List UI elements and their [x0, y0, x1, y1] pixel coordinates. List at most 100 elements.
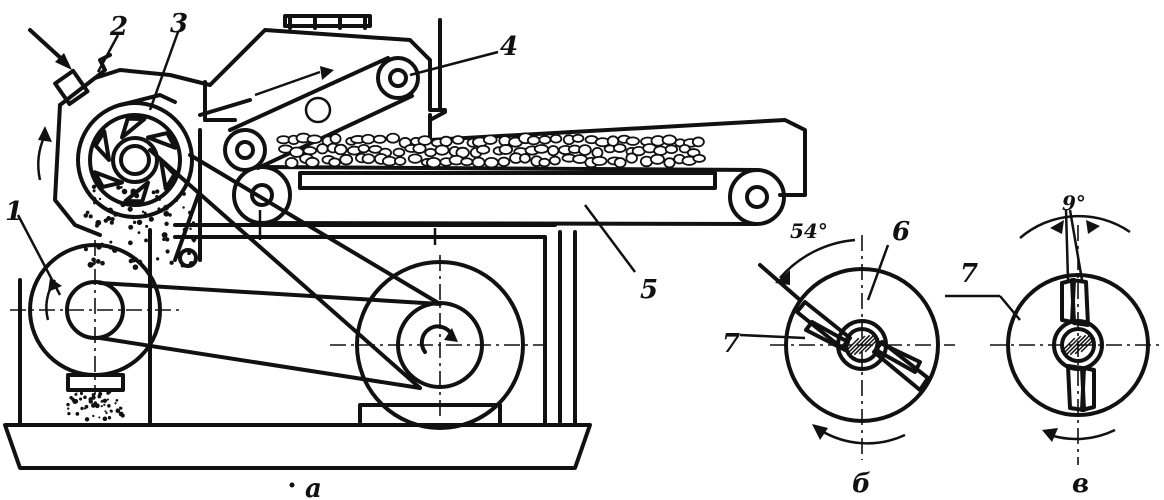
particle — [182, 234, 187, 238]
particle — [155, 189, 160, 194]
particle — [116, 185, 121, 190]
particle — [92, 196, 97, 201]
particle — [125, 198, 131, 204]
shaft-hatch — [846, 335, 866, 355]
particle — [108, 246, 113, 250]
angle-9-label: 9° — [1062, 191, 1086, 215]
particle — [66, 402, 70, 407]
particle — [110, 217, 115, 222]
particle — [137, 231, 141, 235]
material-piece — [664, 144, 679, 155]
particle — [144, 238, 148, 243]
material-piece — [497, 156, 511, 168]
particle — [169, 260, 174, 265]
detail-view-b — [739, 235, 955, 460]
label-2: 2 — [109, 12, 128, 42]
dot-marker — [289, 482, 295, 488]
particle — [106, 398, 109, 401]
material-piece — [471, 156, 486, 168]
particle — [141, 210, 145, 214]
material-piece — [578, 144, 592, 156]
particle — [107, 404, 111, 408]
material-piece — [571, 133, 585, 143]
motor-pulley — [330, 255, 545, 430]
material-piece — [526, 135, 541, 146]
particle — [136, 219, 143, 226]
particle — [105, 411, 108, 415]
particle — [148, 216, 154, 222]
material-piece — [329, 133, 342, 145]
particle — [92, 262, 96, 266]
particle — [100, 405, 103, 408]
particle — [95, 223, 99, 228]
particle — [118, 406, 122, 410]
drum-blade — [146, 131, 178, 150]
particle — [108, 216, 111, 220]
particle — [83, 213, 89, 218]
particle — [118, 411, 124, 417]
particle — [103, 403, 106, 406]
drum-blade — [159, 158, 177, 191]
particle — [86, 228, 90, 233]
particle — [88, 399, 93, 404]
material-piece — [284, 157, 299, 169]
particle — [102, 398, 108, 403]
material-piece — [302, 146, 318, 156]
particle — [189, 227, 192, 230]
particle — [165, 249, 170, 254]
material-piece — [538, 135, 552, 145]
shaft-hatch — [1060, 337, 1076, 353]
particle — [180, 263, 185, 268]
material-piece — [372, 134, 387, 144]
particle — [109, 240, 113, 244]
particle — [120, 202, 126, 208]
particle — [163, 210, 170, 217]
particle — [85, 210, 90, 215]
particle — [102, 416, 108, 422]
particle — [100, 260, 105, 266]
particle — [93, 201, 96, 205]
material-piece — [357, 143, 370, 154]
particle — [69, 395, 73, 400]
particle — [143, 211, 147, 215]
rotation-arrow-left — [37, 126, 52, 181]
particle — [91, 257, 96, 262]
material-piece — [305, 156, 320, 168]
particle — [74, 392, 78, 396]
material-piece — [519, 153, 531, 164]
particle — [132, 264, 139, 270]
particle — [191, 221, 196, 225]
label-7-left: 7 — [722, 329, 740, 359]
particle — [115, 398, 119, 402]
material-piece — [549, 133, 563, 144]
particle — [163, 204, 170, 211]
particle — [133, 193, 140, 199]
particle — [114, 402, 117, 405]
particle — [156, 257, 160, 261]
particle — [95, 259, 101, 264]
material-piece — [612, 143, 627, 153]
particle — [97, 394, 102, 399]
material-piece — [591, 155, 608, 167]
top-hood — [198, 14, 442, 117]
drum-blade — [93, 129, 111, 162]
label-1: 1 — [5, 197, 23, 227]
particle — [145, 224, 149, 228]
material-piece — [547, 145, 560, 157]
particle — [96, 244, 102, 250]
material-piece — [649, 153, 665, 165]
material-piece — [460, 157, 474, 167]
particle — [92, 414, 95, 418]
leader-lines — [16, 31, 637, 296]
particle — [92, 189, 96, 193]
material-piece — [306, 134, 323, 144]
particle — [188, 210, 193, 215]
label-7-right: 7 — [960, 259, 978, 289]
material-piece — [361, 133, 376, 145]
particle — [109, 409, 113, 413]
material-piece — [498, 144, 514, 155]
particle — [192, 239, 196, 243]
material-piece — [393, 156, 407, 166]
particle — [107, 207, 113, 213]
particle — [111, 247, 118, 253]
